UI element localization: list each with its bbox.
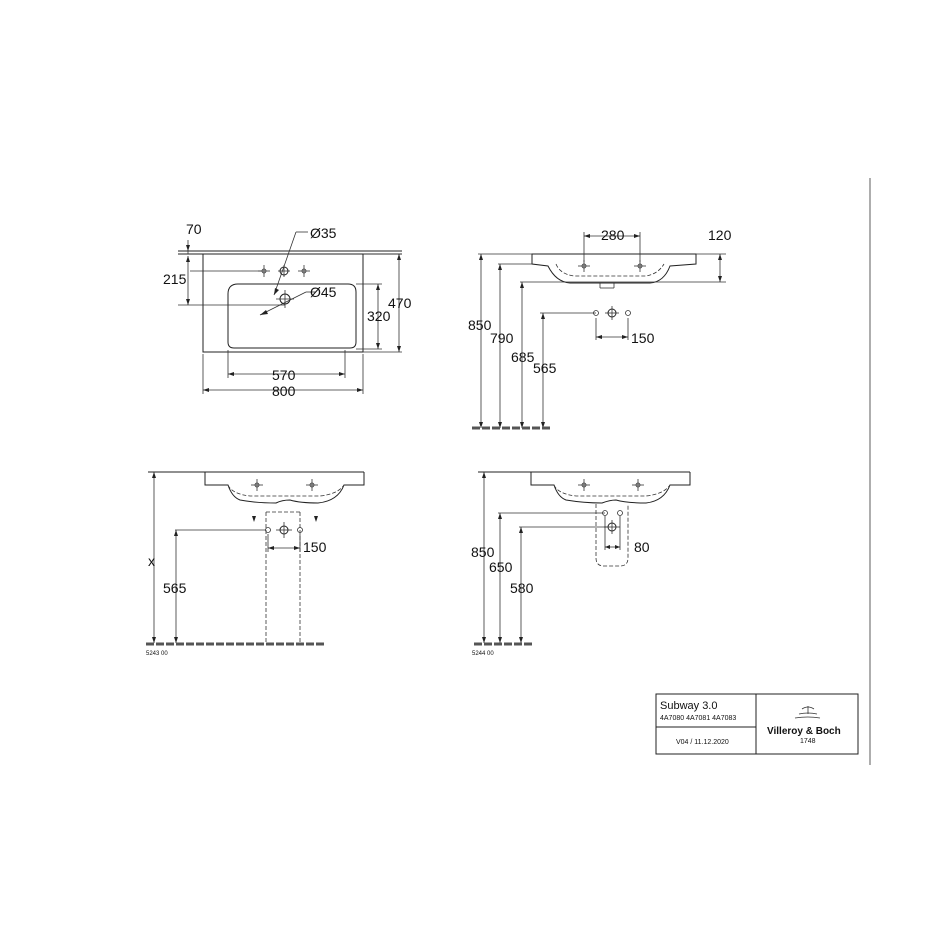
- brand-year: 1748: [800, 738, 816, 745]
- basin-outline: [202, 254, 364, 353]
- dim-120: 120: [708, 227, 732, 243]
- dim-570: 570: [272, 367, 296, 383]
- dim-565: 565: [163, 580, 187, 596]
- dim-215: 215: [163, 271, 187, 287]
- version-date: V04 / 11.12.2020: [676, 739, 729, 746]
- front-view-siphon-cover: 850 650 580 80 5244 00: [471, 471, 691, 657]
- drawing-code: 5243 00: [146, 651, 168, 657]
- dim-70: 70: [186, 221, 202, 237]
- front-view-pedestal: x 565 150 5243 00: [146, 471, 365, 657]
- dim-x: x: [148, 553, 155, 569]
- water-connections: [593, 306, 631, 320]
- dim-800: 800: [272, 383, 296, 399]
- dim-150: 150: [631, 330, 655, 346]
- dim-850: 850: [471, 544, 495, 560]
- dim-470: 470: [388, 295, 412, 311]
- side-view: 280 120 850 790 685 565 150: [468, 227, 732, 430]
- pedestal-outline: [265, 511, 301, 643]
- dim-80: 80: [634, 539, 650, 555]
- top-view: 70 215 Ø35 Ø45 470 320 570 800: [163, 221, 412, 399]
- brand-name: Villeroy & Boch: [767, 726, 841, 737]
- dim-diameter-45: Ø45: [310, 284, 337, 300]
- dim-565: 565: [533, 360, 557, 376]
- villeroy-boch-logo: [794, 706, 821, 719]
- title-block: Subway 3.0 4A7080 4A7081 4A7083 V04 / 11…: [655, 693, 859, 755]
- drawing-code: 5244 00: [472, 651, 494, 657]
- product-name: Subway 3.0: [660, 700, 717, 712]
- dim-790: 790: [490, 330, 514, 346]
- bowl-outline: [227, 283, 357, 349]
- siphon-cover-outline: [595, 504, 629, 567]
- dim-diameter-35: Ø35: [310, 225, 337, 241]
- dim-685: 685: [511, 349, 535, 365]
- dim-850: 850: [468, 317, 492, 333]
- article-numbers: 4A7080 4A7081 4A7083: [660, 715, 736, 722]
- dim-280: 280: [601, 227, 625, 243]
- dim-320: 320: [367, 308, 391, 324]
- basin-profile: [531, 253, 697, 284]
- dim-150: 150: [303, 539, 327, 555]
- dim-580: 580: [510, 580, 534, 596]
- dim-650: 650: [489, 559, 513, 575]
- tap-holes: [258, 265, 310, 277]
